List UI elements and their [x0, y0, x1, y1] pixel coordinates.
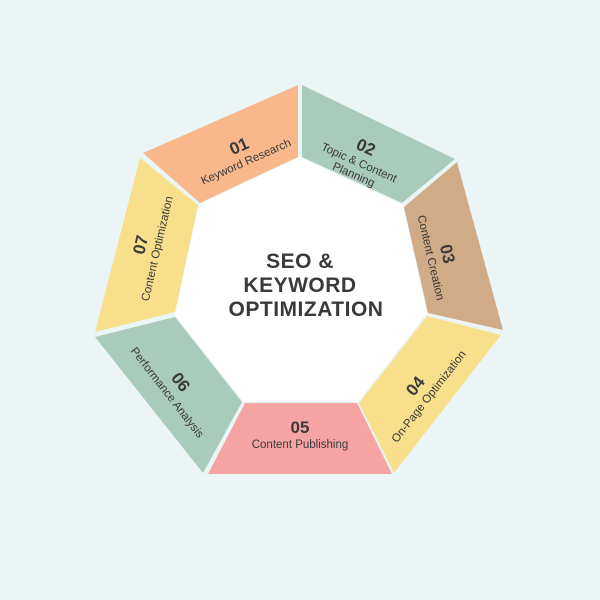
- step-number: 05: [291, 418, 310, 437]
- segment-05: [208, 403, 392, 474]
- title-line-3: OPTIMIZATION: [229, 298, 384, 321]
- segment-03: [404, 162, 503, 330]
- segment-02: [302, 85, 455, 203]
- step-label: Content Publishing: [252, 439, 349, 451]
- step-number: 03: [436, 243, 459, 266]
- segment-06: [95, 317, 242, 473]
- center-hub: [175, 157, 427, 402]
- step-number: 07: [129, 234, 152, 257]
- segment-01: [143, 85, 298, 203]
- segment-04: [359, 316, 501, 473]
- segment-07: [95, 158, 198, 332]
- title-line-1: SEO &: [266, 250, 334, 273]
- title-line-2: KEYWORD: [243, 274, 356, 297]
